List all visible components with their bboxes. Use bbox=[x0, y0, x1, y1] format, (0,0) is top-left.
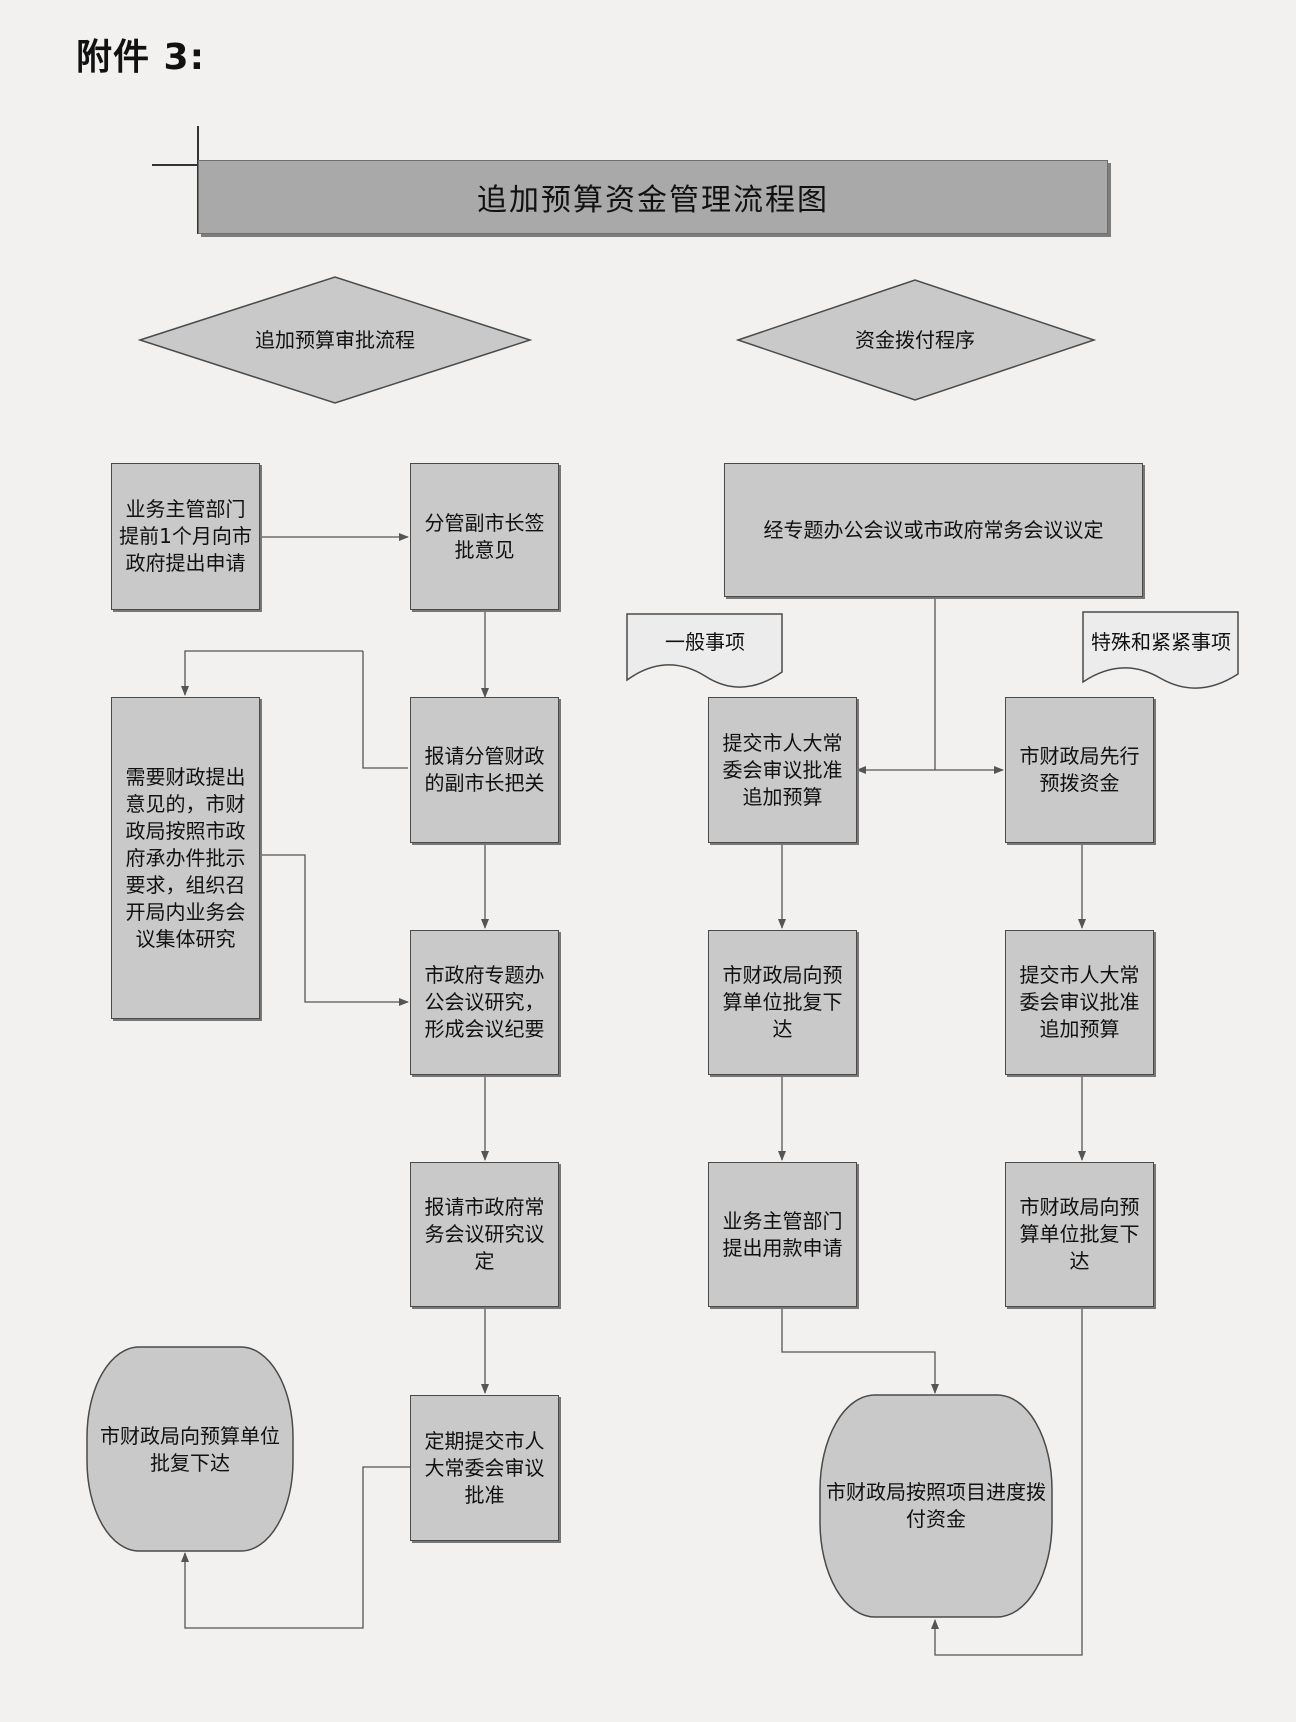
right-header-diamond bbox=[735, 279, 1097, 401]
special-meeting-box: 市政府专题办公会议研究，形成会议纪要 bbox=[410, 930, 559, 1075]
special-items-label: 特殊和紧紧事项 bbox=[1091, 629, 1231, 654]
executive-meeting-box: 报请市政府常务会议研究议定 bbox=[410, 1162, 559, 1307]
special-items-document-shape bbox=[1082, 611, 1239, 689]
right-terminal-shape bbox=[819, 1394, 1053, 1618]
special-npc-box: 提交市人大常委会审议批准追加预算 bbox=[1005, 930, 1154, 1075]
general-reply-box: 市财政局向预算单位批复下达 bbox=[708, 930, 857, 1075]
left-header-diamond bbox=[137, 276, 533, 404]
right-terminal-label: 市财政局按照项目进度拨付资金 bbox=[826, 1480, 1046, 1531]
deputy-sign-box: 分管副市长签批意见 bbox=[410, 463, 559, 610]
apply-box: 业务主管部门提前1个月向市政府提出申请 bbox=[111, 463, 260, 610]
npc-submit-box: 定期提交市人大常委会审议批准 bbox=[410, 1395, 559, 1541]
general-apply-box: 业务主管部门提出用款申请 bbox=[708, 1162, 857, 1307]
general-items-document-shape bbox=[626, 613, 783, 688]
title-corner-line bbox=[152, 164, 198, 166]
decision-box: 经专题办公会议或市政府常务会议议定 bbox=[724, 463, 1143, 597]
finance-deputy-box: 报请分管财政的副市长把关 bbox=[410, 697, 559, 843]
left-terminal-shape bbox=[86, 1346, 294, 1552]
special-reply-box: 市财政局向预算单位批复下达 bbox=[1005, 1162, 1154, 1307]
flow-finance-study-to-special-meeting bbox=[260, 854, 409, 1006]
left-header-label: 追加预算审批流程 bbox=[255, 327, 415, 352]
left-terminal-label: 市财政局向预算单位批复下达 bbox=[100, 1424, 280, 1475]
flow-branch-to-finance-deputy bbox=[362, 651, 408, 769]
flow-npc-submit-to-terminal bbox=[181, 1466, 410, 1629]
flow-general-apply-to-terminal bbox=[781, 1307, 939, 1394]
flow-apply-to-finance-study bbox=[181, 650, 363, 696]
page-label: 附件 3: bbox=[76, 37, 205, 78]
right-header-label: 资金拨付程序 bbox=[855, 327, 975, 352]
special-advance-box: 市财政局先行预拨资金 bbox=[1005, 697, 1154, 843]
flow-special-reply-to-terminal bbox=[931, 1307, 1083, 1656]
finance-study-box: 需要财政提出意见的，市财政局按照市政府承办件批示要求，组织召开局内业务会议集体研… bbox=[111, 697, 260, 1019]
general-npc-box: 提交市人大常委会审议批准追加预算 bbox=[708, 697, 857, 843]
diagram-title: 追加预算资金管理流程图 bbox=[198, 160, 1108, 234]
general-items-label: 一般事项 bbox=[665, 629, 745, 654]
